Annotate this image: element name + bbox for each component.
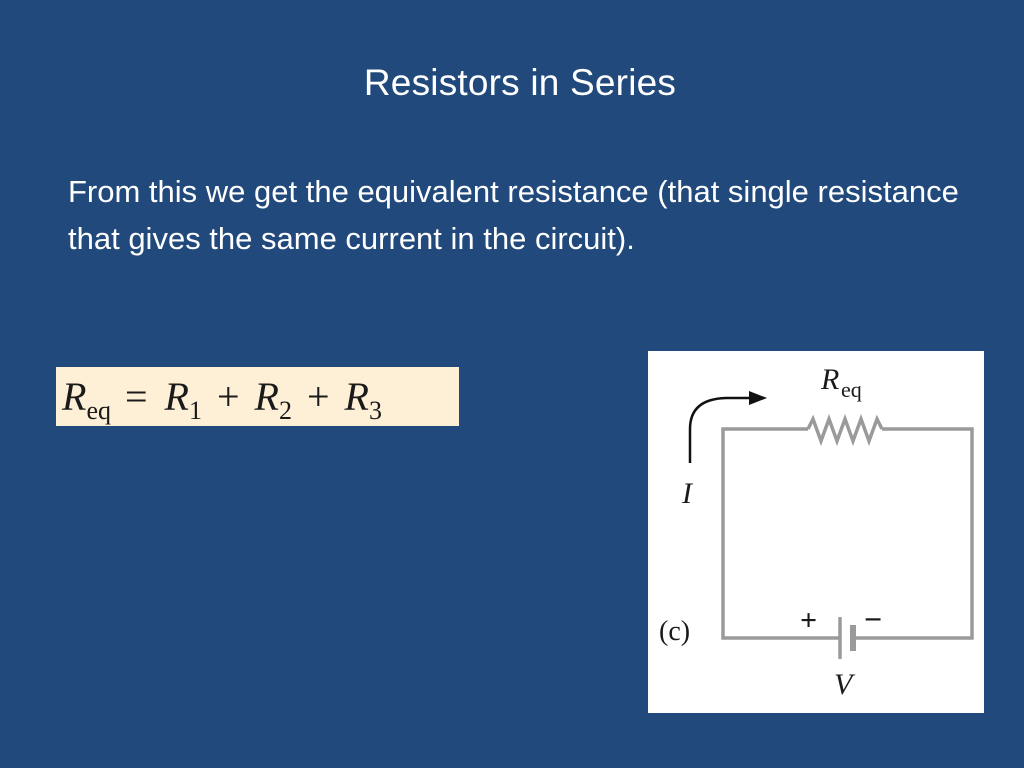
resistor-label-subscript: eq (841, 377, 862, 402)
equation-equals-sign: = (124, 374, 148, 419)
equation-term-2-symbol: R (254, 374, 279, 419)
equation-term-1-subscript: 1 (188, 396, 202, 425)
current-arrow-curve (688, 396, 752, 463)
equation-plus-sign-1: + (216, 374, 240, 419)
equation-term-3-symbol: R (344, 374, 369, 419)
circuit-wire-top-right (854, 427, 974, 640)
body-paragraph: From this we get the equivalent resistan… (68, 174, 959, 256)
equation-term-2-subscript: 2 (278, 396, 292, 425)
equation-plus-sign-2: + (306, 374, 330, 419)
voltage-label: V (834, 668, 856, 701)
resistor-label-symbol: R (820, 363, 839, 396)
current-label: I (681, 477, 694, 510)
circuit-wire-top-left (721, 427, 828, 640)
slide-title: Resistors in Series (363, 62, 677, 103)
equation-lhs-symbol: R (62, 374, 87, 419)
circuit-svg: R eq I (c) + − V (659, 363, 974, 701)
panel-label: (c) (659, 616, 690, 647)
equation-term-3-subscript: 3 (368, 396, 382, 425)
equation-term-1-symbol: R (164, 374, 189, 419)
series-resistance-equation: Req=R1+R2+R3 (56, 367, 459, 426)
circuit-diagram: R eq I (c) + − V (648, 351, 984, 713)
battery-plus-label: + (800, 604, 817, 637)
current-arrow-head (749, 391, 767, 405)
resistor-zigzag (806, 413, 884, 447)
slide-body-text: From this we get the equivalent resistan… (68, 168, 988, 262)
battery-minus-label: − (864, 601, 882, 637)
equation-lhs-subscript: eq (86, 396, 111, 425)
